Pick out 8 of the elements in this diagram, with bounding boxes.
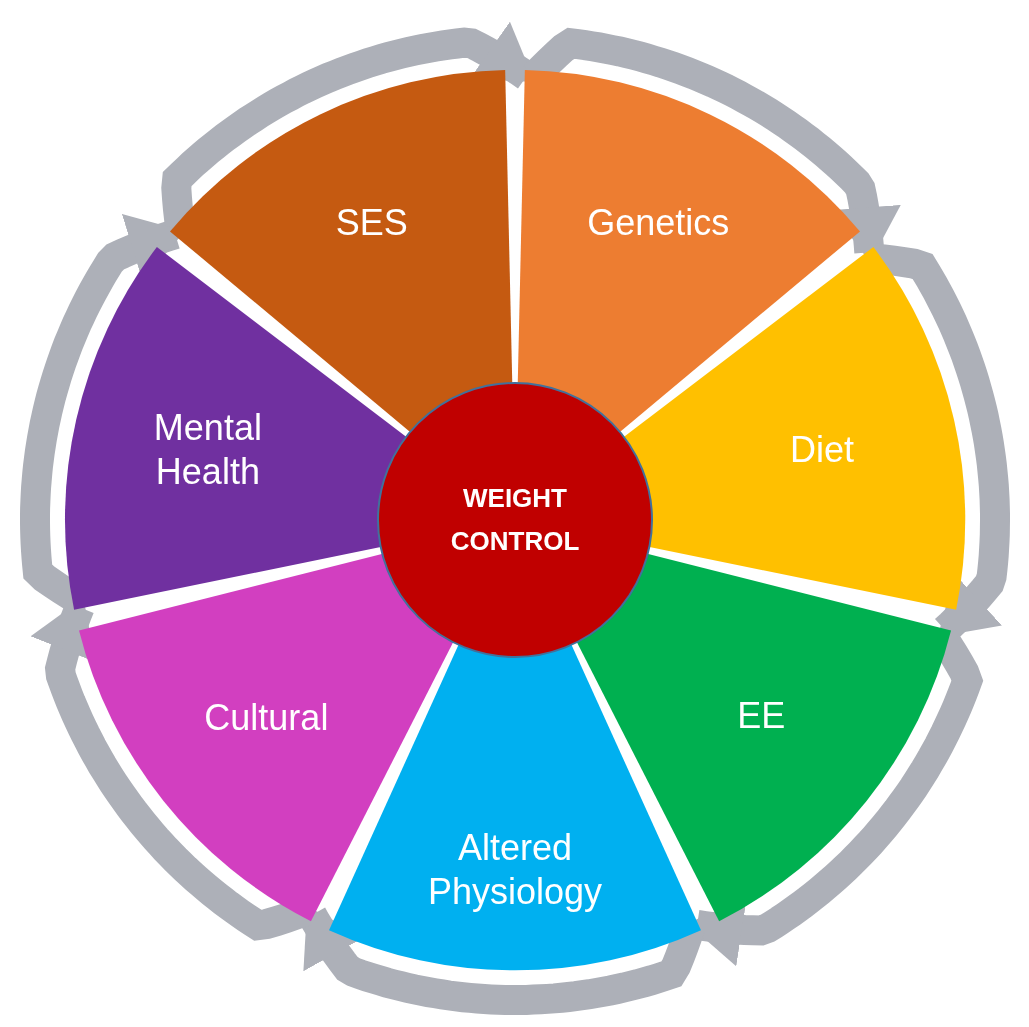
sector-label: Altered Physiology xyxy=(426,826,604,914)
sector-label: Cultural xyxy=(203,696,330,741)
sector-label: SES xyxy=(334,200,409,245)
center-label: WEIGHT CONTROL xyxy=(449,482,581,558)
sector-label: Mental Health xyxy=(152,405,263,494)
sector-label: EE xyxy=(736,694,787,739)
sector-label: Genetics xyxy=(586,200,731,245)
sector-label: Diet xyxy=(789,427,856,472)
